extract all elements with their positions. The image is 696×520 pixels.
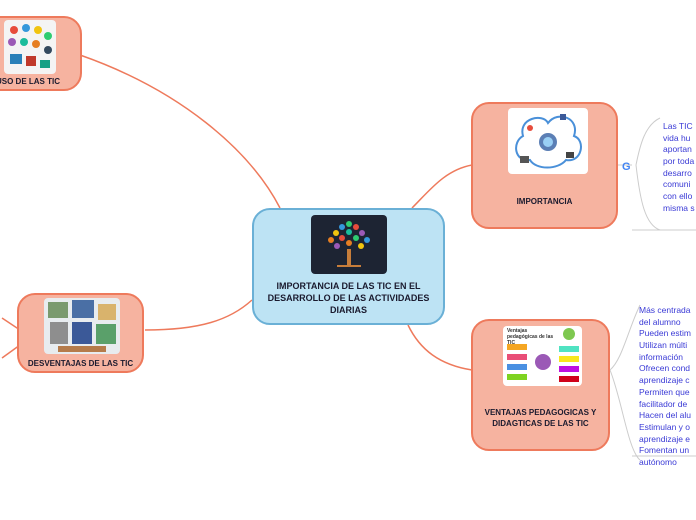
topic-uso-label: L USO DE LAS TIC xyxy=(0,77,60,86)
topic-desventajas[interactable]: DESVENTAJAS DE LAS TIC xyxy=(17,293,144,373)
ventajas-image: Ventajas pedagógicas de las TIC xyxy=(503,326,582,386)
ventajas-notes: Más centrada del alumno Pueden estim Uti… xyxy=(639,304,691,468)
importancia-note-line: comuni xyxy=(663,179,691,190)
connector-desventajas xyxy=(144,299,253,331)
topic-importancia-label: IMPORTANCIA xyxy=(516,197,573,206)
bracket-ventajas-bottom xyxy=(609,369,641,461)
connector-importancia xyxy=(411,164,473,209)
desventajas-image xyxy=(44,298,120,354)
ventajas-image-title: Ventajas pedagógicas de las TIC xyxy=(507,328,554,346)
importancia-note-line: aportan xyxy=(663,144,692,155)
ventajas-note-line: facilitador de xyxy=(639,398,688,409)
bracket-importancia-bottom xyxy=(635,164,661,231)
connector-uso xyxy=(79,54,281,209)
ventajas-note-line: Utilizan múlti xyxy=(639,340,688,351)
importancia-notes: Las TIC vida hu aportan por toda desarro… xyxy=(663,120,695,214)
central-title: IMPORTANCIA DE LAS TIC EN EL DESARROLLO … xyxy=(267,281,430,315)
importancia-note-line: vida hu xyxy=(663,132,691,143)
ventajas-note-line: Ofrecen cond xyxy=(639,363,691,374)
topic-ventajas-label: VENTAJAS PEDAGOGICAS Y DIDAGTICAS DE LAS… xyxy=(484,408,597,428)
topic-importancia[interactable]: IMPORTANCIA xyxy=(471,102,618,229)
importancia-note-line: misma s xyxy=(663,202,695,213)
uso-image xyxy=(4,20,56,74)
google-icon[interactable]: G xyxy=(622,161,631,173)
topic-desventajas-label: DESVENTAJAS DE LAS TIC xyxy=(27,359,134,368)
ventajas-note-line: autónomo xyxy=(639,456,677,467)
ventajas-note-line: información xyxy=(639,351,683,362)
ventajas-note-line: Fomentan un xyxy=(639,445,690,456)
central-topic[interactable]: IMPORTANCIA DE LAS TIC EN EL DESARROLLO … xyxy=(252,208,445,325)
bracket-importancia-top xyxy=(635,117,661,166)
central-image xyxy=(311,215,387,274)
topic-ventajas[interactable]: Ventajas pedagógicas de las TIC VENTAJAS… xyxy=(471,319,610,451)
topic-uso-de-las-tic[interactable]: L USO DE LAS TIC xyxy=(0,16,82,91)
importancia-image xyxy=(508,108,588,174)
ventajas-note-line: aprendizaje e xyxy=(639,433,691,444)
bracket-ventajas-top xyxy=(609,304,641,371)
importancia-note-line: desarro xyxy=(663,167,692,178)
ventajas-note-line: Hacen del alu xyxy=(639,410,691,421)
importancia-note-line: Las TIC xyxy=(663,121,693,131)
connector-ventajas xyxy=(407,324,473,371)
cloud-network-icon xyxy=(515,114,582,169)
tree-icon xyxy=(328,221,370,267)
importancia-note-line: por toda xyxy=(663,156,695,167)
ventajas-note-line: Más centrada xyxy=(639,305,691,315)
ventajas-note-line: del alumno xyxy=(639,316,681,327)
ventajas-note-line: Permiten que xyxy=(639,386,690,397)
ventajas-note-line: aprendizaje c xyxy=(639,375,690,386)
ventajas-note-line: Estimulan y o xyxy=(639,421,691,432)
importancia-note-line: con ello xyxy=(663,191,693,202)
ventajas-note-line: Pueden estim xyxy=(639,328,691,339)
